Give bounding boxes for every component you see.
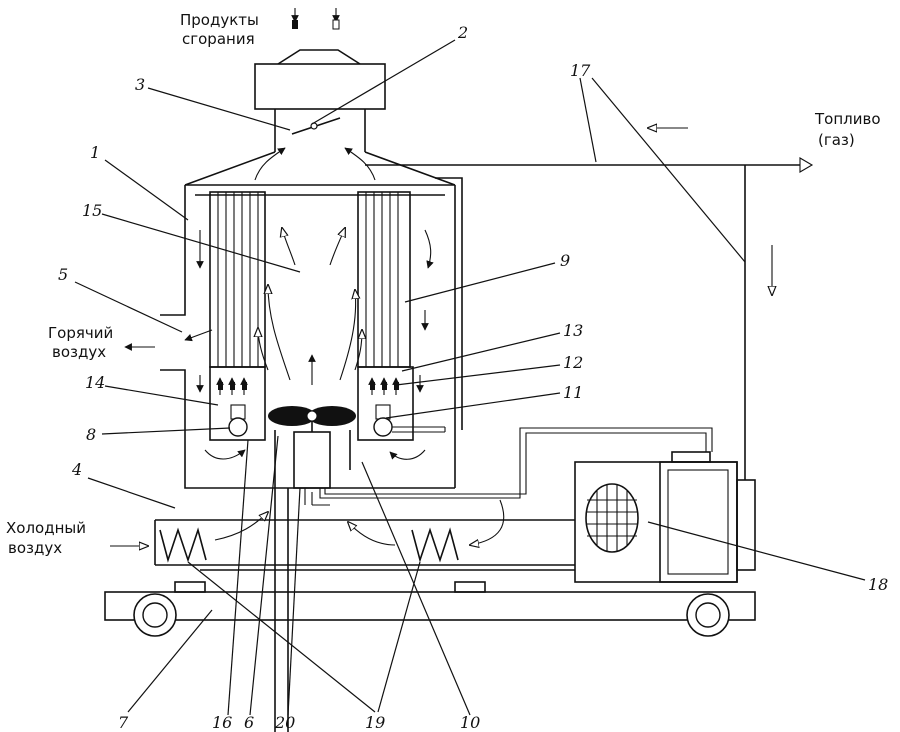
- trailer-chassis: [104, 581, 756, 637]
- power-generator: [574, 451, 756, 583]
- cold-air-line-2: воздух: [8, 539, 62, 557]
- gas-supply-line: [365, 128, 814, 480]
- callout-18: 18: [868, 575, 888, 594]
- electric-heater-right: [411, 527, 459, 563]
- combustion-products-line-2: сгорания: [182, 30, 255, 48]
- callout-9: 9: [560, 251, 570, 270]
- callout-14: 14: [85, 373, 105, 392]
- heat-exchanger-right: [357, 191, 411, 368]
- callout-20: 20: [274, 713, 295, 732]
- callout-2: 2: [457, 23, 468, 42]
- fuel-line-1: Топливо: [814, 110, 881, 128]
- callout-19: 19: [365, 713, 385, 732]
- fan-motor: [293, 431, 331, 489]
- label-combustion-products: Продукты сгорания: [180, 11, 259, 48]
- heat-exchanger-left: [209, 191, 266, 368]
- callout-5: 5: [58, 265, 68, 284]
- burner-flames-right: [368, 377, 400, 395]
- burner-flames-left: [216, 377, 248, 395]
- combustion-products-line-1: Продукты: [180, 11, 259, 29]
- power-cables: [319, 427, 713, 499]
- callout-leaders: [74, 39, 866, 716]
- hot-air-line-2: воздух: [52, 343, 106, 361]
- callout-3: 3: [135, 75, 145, 94]
- label-hot-air: Горячий воздух: [48, 324, 155, 361]
- fan-shaft-guides: [274, 430, 351, 732]
- exhaust-damper: [291, 117, 341, 135]
- callout-8: 8: [86, 425, 96, 444]
- callout-15: 15: [82, 201, 102, 220]
- cold-air-line-1: Холодный: [6, 519, 86, 537]
- callout-12: 12: [563, 353, 583, 372]
- burner-chamber-right: [357, 366, 445, 441]
- label-cold-air: Холодный воздух: [6, 519, 86, 557]
- callout-13: 13: [563, 321, 583, 340]
- duct-flow-arrows: [110, 488, 505, 546]
- callout-17: 17: [570, 61, 591, 80]
- generator-grille: [586, 485, 638, 551]
- intake-duct: [154, 519, 575, 571]
- callout-7: 7: [118, 713, 129, 732]
- exhaust-stack: [184, 49, 456, 186]
- callout-16: 16: [212, 713, 232, 732]
- fuel-line-2: (газ): [818, 131, 855, 149]
- callout-11: 11: [563, 383, 583, 402]
- callout-1: 1: [90, 143, 100, 162]
- callout-6: 6: [244, 713, 254, 732]
- fan: [268, 406, 356, 432]
- callout-10: 10: [460, 713, 480, 732]
- callout-4: 4: [71, 460, 82, 479]
- hot-air-line-1: Горячий: [48, 324, 113, 342]
- callout-numbers: 1 2 3 4 5 6 7 8 9 10 11 12 13 14 15 16 1…: [58, 23, 888, 732]
- label-fuel: Топливо (газ): [814, 110, 881, 149]
- combustion-product-markers: [291, 8, 340, 30]
- electric-heater-left: [159, 527, 207, 563]
- internal-flow-arrows: [184, 147, 434, 460]
